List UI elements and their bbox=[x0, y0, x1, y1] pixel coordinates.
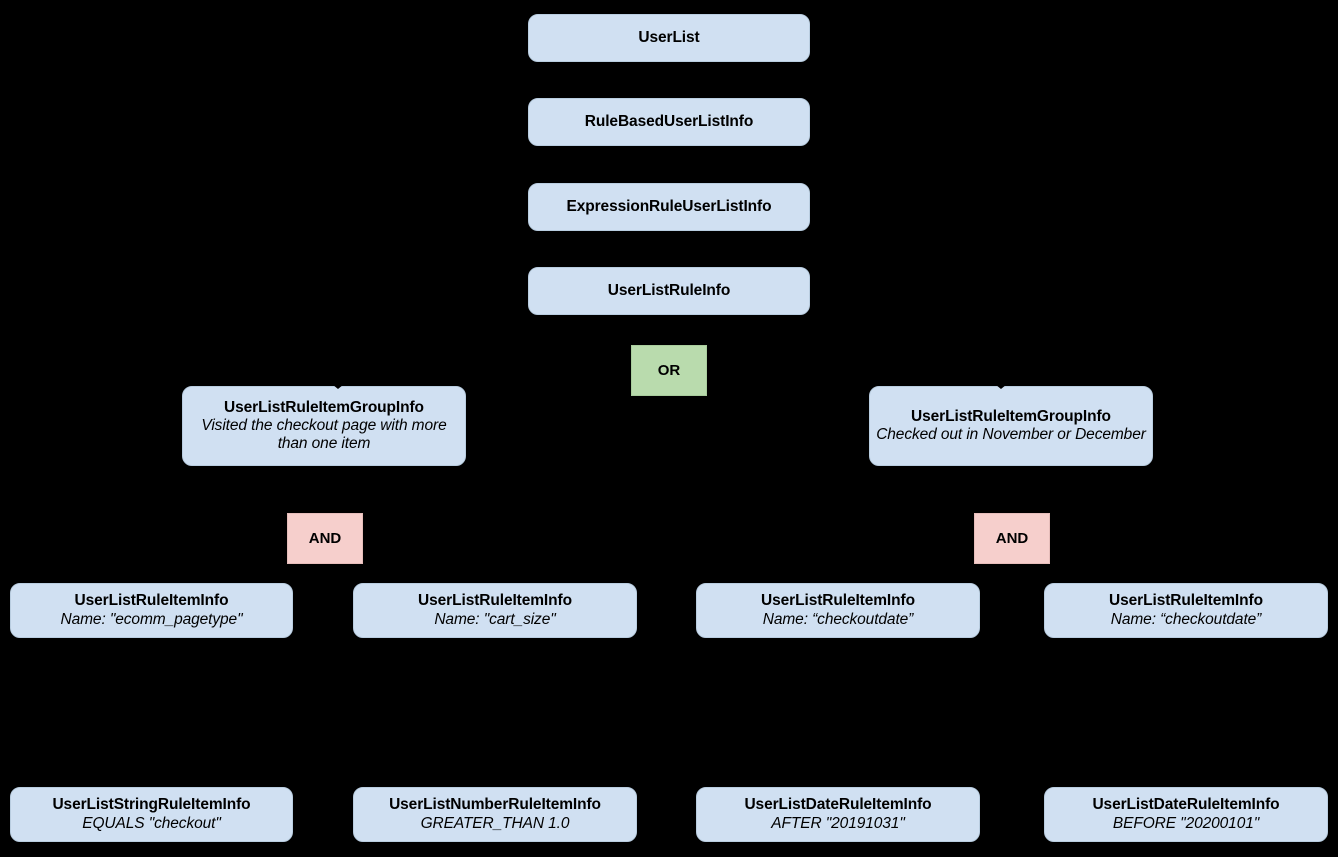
edge-arrowhead-group-right bbox=[990, 380, 1012, 389]
node-title: UserListRuleInfo bbox=[607, 281, 731, 299]
node-title: UserListDateRuleItemInfo bbox=[744, 796, 932, 814]
node-title: UserListRuleItemInfo bbox=[418, 592, 572, 610]
node-rule-based-user-list-info[interactable]: RuleBasedUserListInfo bbox=[528, 98, 810, 146]
node-description: BEFORE "20200101" bbox=[1112, 814, 1260, 832]
node-title: ExpressionRuleUserListInfo bbox=[566, 197, 772, 215]
node-description: Checked out in November or December bbox=[876, 426, 1146, 443]
node-title: UserListRuleItemGroupInfo bbox=[911, 407, 1111, 425]
node-leaf-number-rule[interactable]: UserListNumberRuleItemInfo GREATER_THAN … bbox=[353, 787, 637, 842]
node-leaf-date-rule-after[interactable]: UserListDateRuleItemInfo AFTER "20191031… bbox=[696, 787, 980, 842]
node-title: UserListStringRuleItemInfo bbox=[52, 796, 251, 814]
edge-arrowhead-group-left bbox=[327, 380, 349, 389]
operator-label: AND bbox=[308, 529, 342, 547]
node-group-right[interactable]: UserListRuleItemGroupInfo Checked out in… bbox=[869, 386, 1153, 466]
operator-or[interactable]: OR bbox=[631, 345, 707, 396]
node-description: EQUALS "checkout" bbox=[82, 814, 221, 832]
node-title: UserListDateRuleItemInfo bbox=[1092, 796, 1280, 814]
node-description: Name: “checkoutdate” bbox=[762, 610, 914, 628]
node-title: UserListRuleItemInfo bbox=[761, 592, 915, 610]
node-title: UserListNumberRuleItemInfo bbox=[389, 796, 601, 814]
node-title: UserListRuleItemInfo bbox=[1109, 592, 1263, 610]
node-title: UserList bbox=[638, 28, 700, 46]
node-leaf-date-rule-before[interactable]: UserListDateRuleItemInfo BEFORE "2020010… bbox=[1044, 787, 1328, 842]
node-user-list-rule-info[interactable]: UserListRuleInfo bbox=[528, 267, 810, 315]
node-description: Name: "cart_size" bbox=[434, 610, 556, 628]
operator-and-left[interactable]: AND bbox=[287, 513, 363, 564]
node-rule-item-2[interactable]: UserListRuleItemInfo Name: "cart_size" bbox=[353, 583, 637, 638]
node-group-left[interactable]: UserListRuleItemGroupInfo Visited the ch… bbox=[182, 386, 466, 466]
node-title: RuleBasedUserListInfo bbox=[584, 112, 754, 130]
node-rule-item-3[interactable]: UserListRuleItemInfo Name: “checkoutdate… bbox=[696, 583, 980, 638]
node-title: UserListRuleItemInfo bbox=[74, 592, 229, 610]
node-description: Name: “checkoutdate” bbox=[1110, 610, 1262, 628]
operator-label: AND bbox=[995, 529, 1029, 547]
node-leaf-string-rule[interactable]: UserListStringRuleItemInfo EQUALS "check… bbox=[10, 787, 293, 842]
node-description: Name: "ecomm_pagetype" bbox=[60, 610, 243, 628]
node-rule-item-1[interactable]: UserListRuleItemInfo Name: "ecomm_pagety… bbox=[10, 583, 293, 638]
node-description: GREATER_THAN 1.0 bbox=[420, 814, 570, 832]
operator-label: OR bbox=[657, 361, 681, 379]
node-description: AFTER "20191031" bbox=[771, 814, 905, 832]
node-rule-item-4[interactable]: UserListRuleItemInfo Name: “checkoutdate… bbox=[1044, 583, 1328, 638]
node-title: UserListRuleItemGroupInfo bbox=[224, 398, 424, 416]
node-user-list[interactable]: UserList bbox=[528, 14, 810, 62]
node-description: Visited the checkout page with more than… bbox=[201, 416, 447, 453]
node-expression-rule-user-list-info[interactable]: ExpressionRuleUserListInfo bbox=[528, 183, 810, 231]
operator-and-right[interactable]: AND bbox=[974, 513, 1050, 564]
